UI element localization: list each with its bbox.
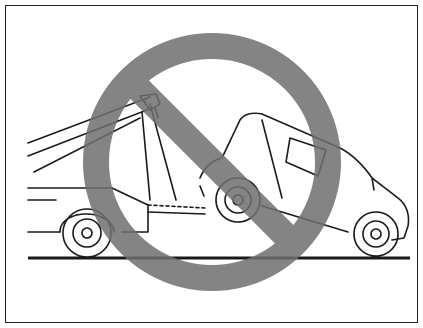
- prohibition-sign: [96, 46, 328, 278]
- prohibition-slash: [130, 80, 294, 244]
- tow-lift-bar: [148, 205, 205, 208]
- towed-vehicle-rear-wheel: [354, 212, 398, 256]
